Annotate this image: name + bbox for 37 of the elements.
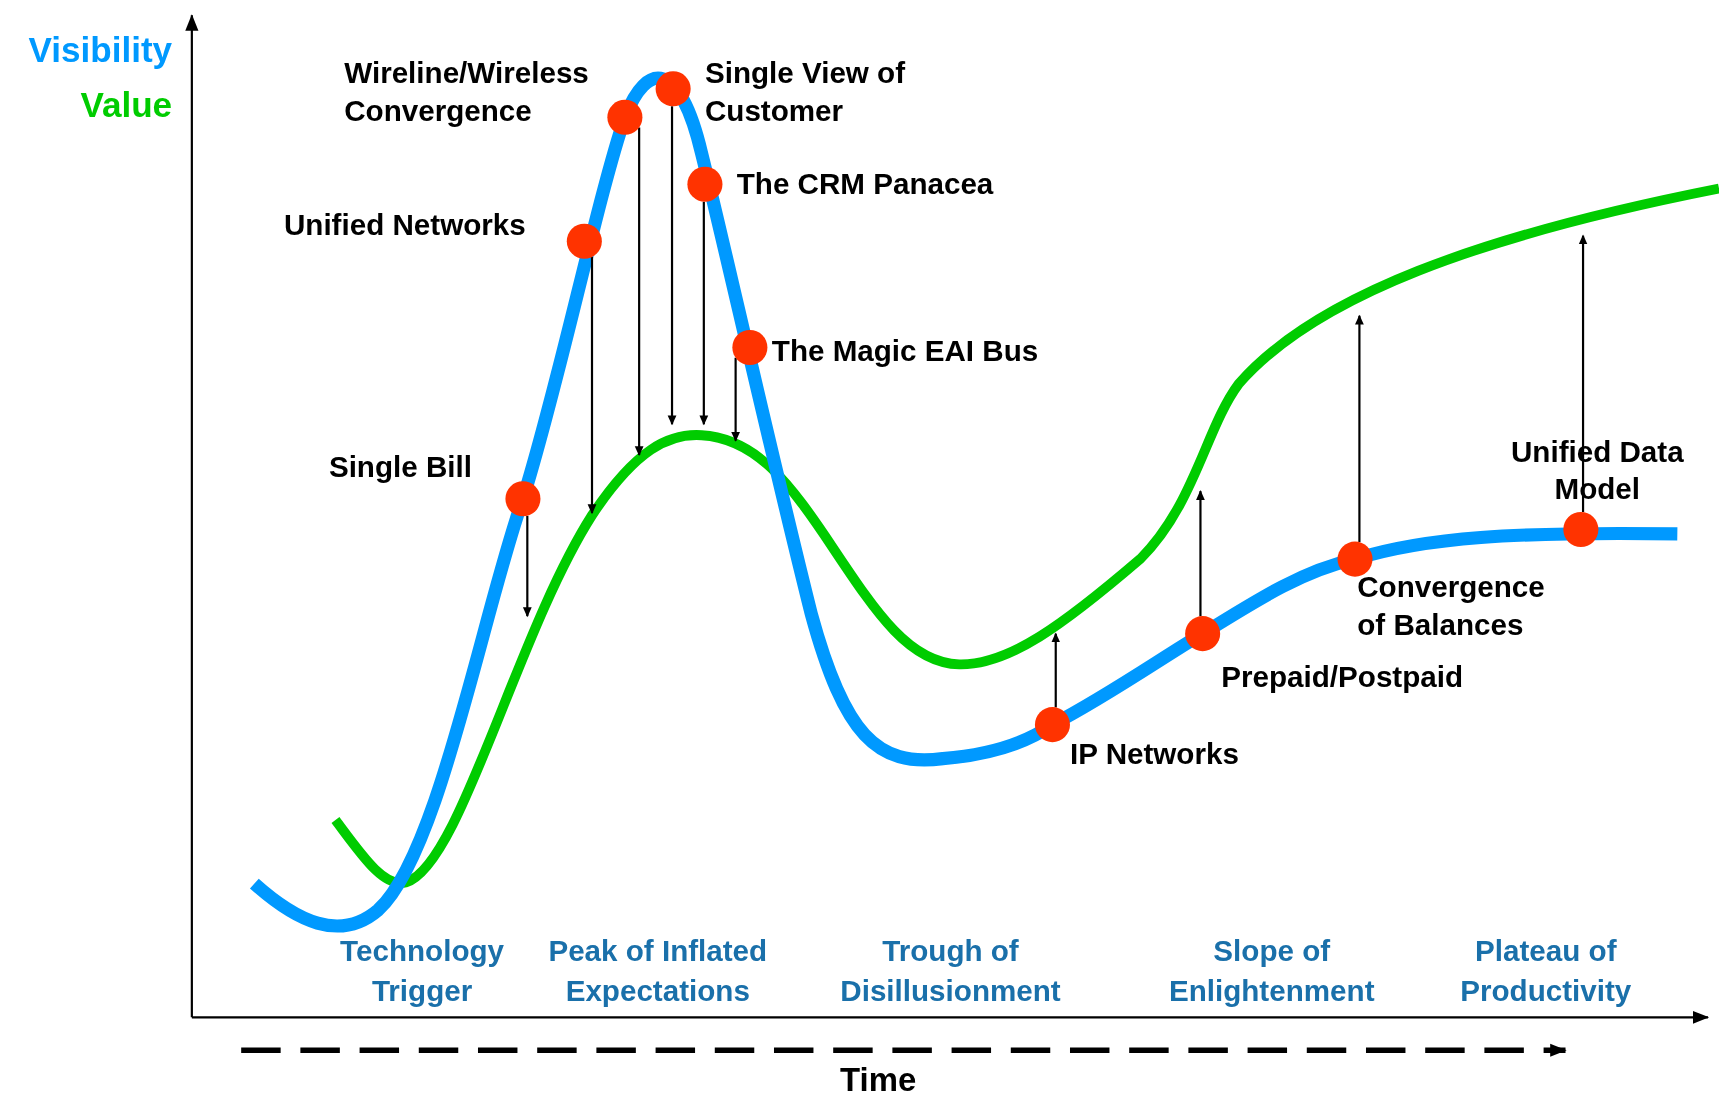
hype-point-dot [687,166,723,202]
hype-point-dot [566,223,602,259]
point-label: Single Bill [328,449,473,486]
arrow [1196,490,1205,617]
arrow [731,357,740,442]
phase-label: Trough of Disillusionment [839,934,1062,1010]
point-label: The CRM Panacea [736,166,995,203]
phase-label: Technology Trigger [339,934,505,1010]
arrow [667,106,677,426]
arrow [634,127,644,457]
phase-label: Slope of Enlightenment [1167,934,1376,1010]
phase-label: Plateau of Productivity [1459,934,1633,1010]
hype-point-dot [732,330,768,366]
hype-point-dot [1337,541,1373,577]
hype-point-dot [1563,511,1599,548]
point-label: Convergence of Balances [1357,570,1546,644]
point-label: Single View of Customer [704,56,907,130]
point-label: Prepaid/Postpaid [1221,660,1465,696]
hype-point-dot [1034,707,1070,743]
hype-point-dot [655,71,691,107]
hype-point-dot [505,481,541,517]
point-label: Unified Networks [283,207,527,244]
arrow [587,256,597,515]
point-label: Wireline/Wireless Convergence [344,56,590,130]
legend-label: Visibility [28,30,173,72]
point-label: IP Networks [1070,736,1240,773]
arrow [699,201,709,426]
arrow [522,515,532,618]
hype-point-dot [1185,616,1221,652]
legend-label: Value [80,85,173,127]
axis-label: Time [839,1060,918,1099]
phase-label: Peak of Inflated Expectations [547,934,769,1010]
arrow [1051,632,1061,708]
arrow [1578,234,1588,513]
arrow [1355,314,1364,543]
hype-point-dot [607,99,643,135]
point-label: The Magic EAI Bus [771,333,1040,370]
